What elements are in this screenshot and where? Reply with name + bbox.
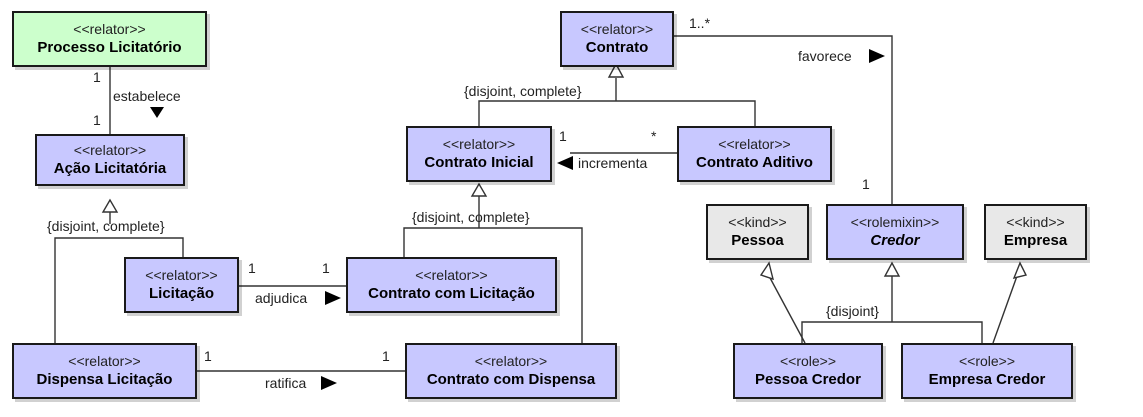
class-name: Contrato Inicial — [424, 154, 534, 171]
direction-down-arrow-icon — [150, 107, 164, 118]
mult-ratifica-right: 1 — [382, 348, 390, 364]
stereotype: <<relator>> — [73, 142, 147, 158]
stereotype: <<rolemixin>> — [850, 214, 940, 230]
class-name: Contrato com Licitação — [368, 285, 535, 302]
class-contrato-com-dispensa: <<relator>> Contrato com Dispensa — [405, 343, 617, 399]
class-name: Pessoa Credor — [755, 371, 861, 388]
class-name: Contrato — [585, 39, 649, 56]
class-empresa: <<kind>> Empresa — [984, 204, 1087, 260]
class-contrato: <<relator>> Contrato — [560, 11, 674, 67]
mult-favorece-bottom: 1 — [862, 176, 870, 192]
class-empresa-credor: <<role>> Empresa Credor — [901, 343, 1073, 399]
stereotype: <<relator>> — [73, 21, 146, 37]
stereotype: <<relator>> — [145, 267, 218, 283]
class-contrato-com-licitacao: <<relator>> Contrato com Licitação — [346, 257, 557, 313]
genset-acao-label: {disjoint, complete} — [47, 218, 165, 234]
class-name: Pessoa — [731, 232, 784, 249]
class-credor: <<rolemixin>> Credor — [826, 204, 964, 260]
class-name: Processo Licitatório — [37, 39, 182, 56]
class-contrato-inicial: <<relator>> Contrato Inicial — [406, 126, 552, 182]
class-dispensa-licitacao: <<relator>> Dispensa Licitação — [12, 343, 197, 399]
stereotype: <<relator>> — [442, 136, 516, 152]
assoc-incrementa-label: incrementa — [578, 155, 647, 171]
class-pessoa: <<kind>> Pessoa — [706, 204, 809, 260]
class-name: Ação Licitatória — [53, 160, 167, 177]
class-name: Contrato com Dispensa — [426, 371, 596, 388]
direction-right-arrow-icon — [325, 291, 341, 305]
assoc-adjudica-label: adjudica — [255, 290, 307, 306]
mult-adjudica-right: 1 — [322, 260, 330, 276]
class-pessoa-credor: <<role>> Pessoa Credor — [733, 343, 883, 399]
class-name: Empresa Credor — [928, 371, 1046, 388]
direction-left-arrow-icon — [557, 156, 573, 170]
stereotype: <<relator>> — [580, 21, 654, 37]
gen-credor-lines — [801, 321, 983, 343]
mult-ratifica-left: 1 — [204, 348, 212, 364]
class-name: Dispensa Licitação — [36, 371, 173, 388]
direction-right-arrow-icon — [321, 376, 337, 390]
stereotype: <<kind>> — [1006, 214, 1065, 230]
class-name: Contrato Aditivo — [696, 154, 813, 171]
mult-favorece-top: 1..* — [689, 15, 711, 31]
gen-arrow-empresa — [1012, 261, 1028, 280]
gen-arrow-pessoa — [759, 261, 774, 281]
mult-adjudica-left: 1 — [248, 260, 256, 276]
mult-estabelece-bottom: 1 — [93, 112, 101, 128]
assoc-ratifica-label: ratifica — [265, 375, 306, 391]
gen-arrow-acao — [101, 198, 119, 213]
assoc-favorece-line — [674, 35, 893, 204]
stereotype: <<relator>> — [68, 353, 141, 369]
mult-incrementa-right: * — [651, 128, 657, 144]
stereotype: <<relator>> — [415, 267, 488, 283]
gen-acao-lines — [54, 237, 184, 343]
gen-contrato-lines — [478, 100, 756, 126]
genset-credor-label: {disjoint} — [826, 303, 879, 319]
genset-contrato-inicial-label: {disjoint, complete} — [412, 209, 530, 225]
class-contrato-aditivo: <<relator>> Contrato Aditivo — [677, 126, 832, 182]
class-name: Credor — [870, 232, 920, 249]
class-name: Empresa — [1003, 232, 1068, 249]
gen-contrato-inicial-lines — [403, 227, 583, 343]
gen-arrow-contrato-inicial — [470, 182, 488, 197]
stereotype: <<role>> — [779, 353, 837, 369]
assoc-favorece-label: favorece — [798, 48, 852, 64]
direction-right-arrow-icon — [869, 49, 885, 63]
mult-estabelece-top: 1 — [93, 69, 101, 85]
mult-incrementa-left: 1 — [559, 128, 567, 144]
stereotype: <<kind>> — [728, 214, 787, 230]
stereotype: <<relator>> — [718, 136, 791, 152]
stereotype: <<relator>> — [474, 353, 548, 369]
gen-arrow-credor — [883, 261, 901, 277]
gen-arrow-contrato — [607, 62, 625, 78]
stereotype: <<role>> — [958, 353, 1016, 369]
class-processo-licitatorio: <<relator>> Processo Licitatório — [12, 11, 207, 67]
class-name: Licitação — [148, 285, 215, 302]
class-acao-licitatoria: <<relator>> Ação Licitatória — [35, 134, 185, 186]
assoc-estabelece-label: estabelece — [113, 88, 181, 104]
genset-contrato-label: {disjoint, complete} — [464, 83, 582, 99]
class-licitacao: <<relator>> Licitação — [124, 257, 239, 313]
